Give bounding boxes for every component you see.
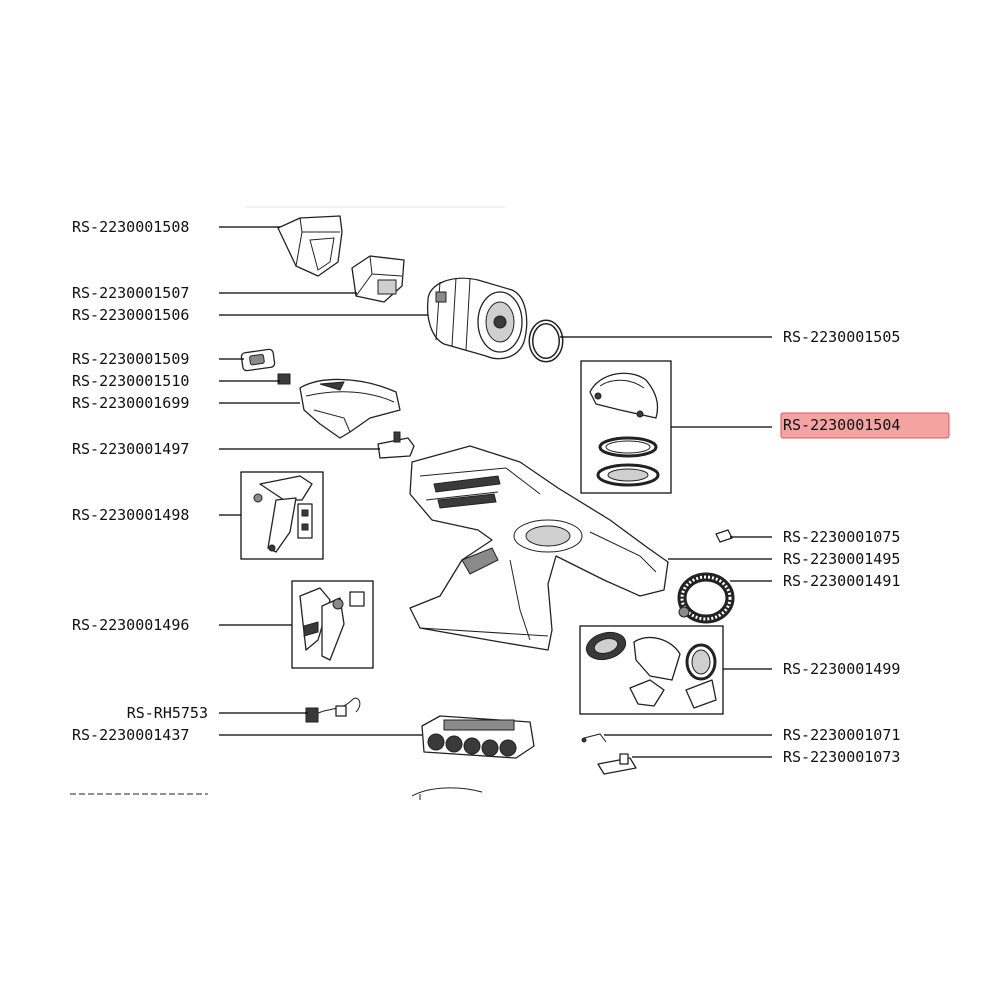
part-1496-trigger-group[interactable] (291, 580, 374, 669)
label-1508[interactable]: RS-2230001508 (72, 218, 189, 236)
part-labels: RS-2230001508 RS-2230001507 RS-223000150… (72, 218, 900, 766)
label-1075[interactable]: RS-2230001075 (783, 528, 900, 546)
label-1073[interactable]: RS-2230001073 (783, 748, 900, 766)
label-1505[interactable]: RS-2230001505 (783, 328, 900, 346)
part-1075-screw[interactable] (715, 529, 733, 543)
label-1495[interactable]: RS-2230001495 (783, 550, 900, 568)
label-1071[interactable]: RS-2230001071 (783, 726, 900, 744)
part-1699-front-cover[interactable] (299, 378, 401, 439)
label-1498[interactable]: RS-2230001498 (72, 506, 189, 524)
part-1071-clip[interactable] (581, 733, 607, 743)
part-rh5753-cable[interactable] (305, 697, 361, 723)
part-1504-elbow-group[interactable] (580, 360, 672, 494)
label-1497[interactable]: RS-2230001497 (72, 440, 189, 458)
part-cutoff-bottom (70, 787, 483, 800)
label-1506[interactable]: RS-2230001506 (72, 306, 189, 324)
part-1508-bin-housing[interactable] (277, 215, 343, 277)
label-1510[interactable]: RS-2230001510 (72, 372, 189, 390)
highlight-box (780, 412, 950, 439)
part-1499-nozzle-group[interactable] (579, 625, 724, 715)
label-rh5753[interactable]: RS-RH5753 (127, 704, 208, 722)
part-1497-bracket[interactable] (377, 431, 415, 459)
part-1491-belt[interactable] (677, 572, 735, 624)
part-1498-switch-group[interactable] (240, 471, 324, 560)
label-1496[interactable]: RS-2230001496 (72, 616, 189, 634)
part-1510-plate[interactable] (277, 373, 291, 385)
part-1073-pin[interactable] (597, 753, 637, 775)
label-1437[interactable]: RS-2230001437 (72, 726, 189, 744)
part-1509-cover[interactable] (240, 348, 276, 372)
label-1509[interactable]: RS-2230001509 (72, 350, 189, 368)
part-1505-seal-ring[interactable] (528, 319, 564, 363)
part-1506-motor[interactable] (426, 277, 528, 360)
label-1699[interactable]: RS-2230001699 (72, 394, 189, 412)
leader-lines (219, 226, 772, 758)
label-1499[interactable]: RS-2230001499 (783, 660, 900, 678)
part-1507-filter-frame[interactable] (351, 255, 405, 303)
label-1507[interactable]: RS-2230001507 (72, 284, 189, 302)
part-1437-battery[interactable] (421, 715, 535, 759)
label-1491[interactable]: RS-2230001491 (783, 572, 900, 590)
main-body-housing[interactable] (409, 445, 669, 651)
label-1504[interactable]: RS-2230001504 (783, 416, 900, 434)
